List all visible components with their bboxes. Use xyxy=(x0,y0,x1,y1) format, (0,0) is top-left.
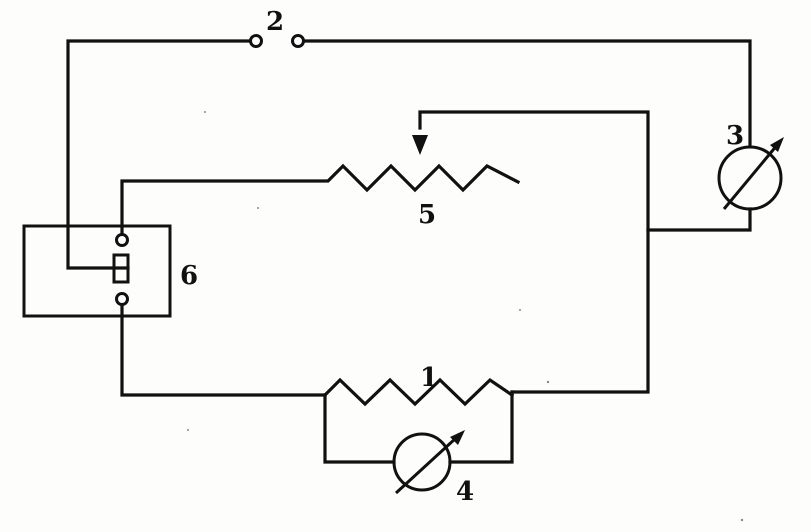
switch-terminal-left xyxy=(249,34,263,48)
label-6: 6 xyxy=(180,261,198,291)
resistor-1 xyxy=(322,377,515,407)
device-6-box xyxy=(22,224,172,318)
switch-terminal-right xyxy=(291,34,305,48)
label-5: 5 xyxy=(418,200,436,230)
label-4: 4 xyxy=(456,477,474,507)
wire-meter3-down xyxy=(646,207,752,232)
device-6-terminal-bottom xyxy=(115,292,129,306)
wire-left-top xyxy=(66,39,252,270)
wire-meter4-loop xyxy=(323,390,514,464)
label-2: 2 xyxy=(266,7,284,37)
label-1: 1 xyxy=(420,363,438,393)
slider-arrow xyxy=(412,135,428,155)
wire-top-right xyxy=(302,39,752,148)
device-6-terminal-top xyxy=(115,233,129,247)
wire-bottom-left xyxy=(120,303,327,397)
device-6-element xyxy=(112,253,130,284)
label-3: 3 xyxy=(726,121,744,151)
meter-4 xyxy=(392,430,465,495)
rheostat-5 xyxy=(120,163,521,237)
paper-noise xyxy=(187,111,744,522)
wire-right-branch xyxy=(418,110,650,394)
